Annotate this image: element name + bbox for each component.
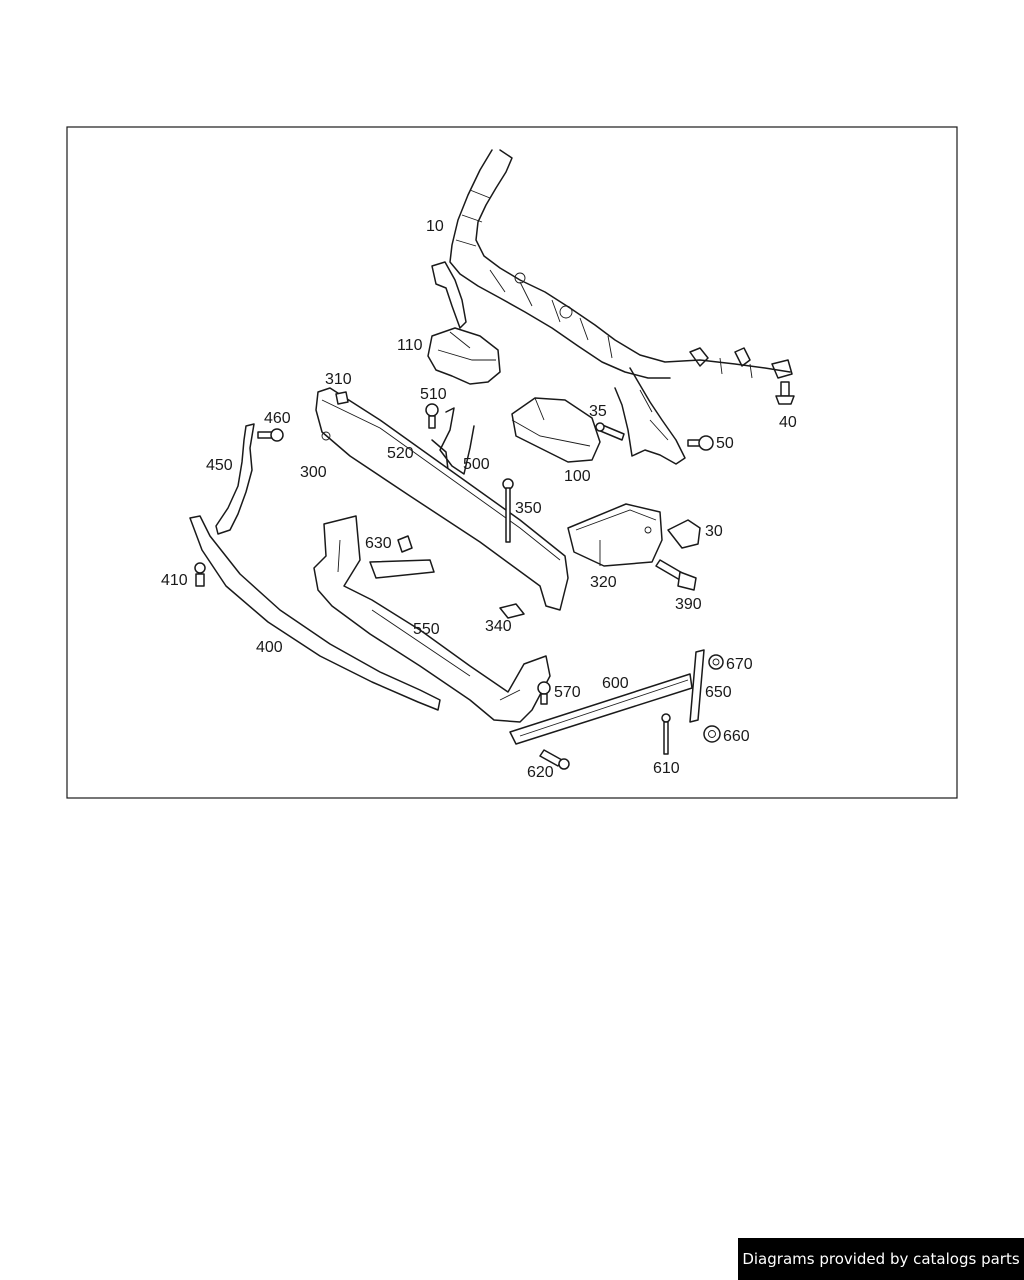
- label-660: 660: [723, 728, 750, 745]
- label-300: 300: [300, 464, 327, 481]
- part-50-bolt: [687, 435, 714, 451]
- label-400: 400: [256, 639, 283, 656]
- part-10-upper-support: [431, 149, 793, 465]
- part-35-bolt: [595, 422, 625, 441]
- diagram-frame: [66, 126, 958, 799]
- part-460-bolt: [257, 428, 284, 442]
- part-600-rail: [509, 673, 693, 745]
- label-520: 520: [387, 445, 414, 462]
- label-460: 460: [264, 410, 291, 427]
- label-450: 450: [206, 457, 233, 474]
- part-630-bushing: [397, 535, 413, 553]
- label-100: 100: [564, 468, 591, 485]
- label-500: 500: [463, 456, 490, 473]
- label-410: 410: [161, 572, 188, 589]
- part-660-nut: [703, 725, 721, 743]
- part-650-strip: [689, 649, 705, 723]
- label-610: 610: [653, 760, 680, 777]
- label-310: 310: [325, 371, 352, 388]
- label-510: 510: [420, 386, 447, 403]
- label-110: 110: [397, 337, 423, 354]
- label-600: 600: [602, 675, 629, 692]
- label-650: 650: [705, 684, 732, 701]
- label-620: 620: [527, 764, 554, 781]
- part-40-bolt: [775, 381, 795, 405]
- label-10: 10: [426, 218, 444, 235]
- part-620-bolt: [539, 749, 570, 770]
- part-610-bolt: [661, 713, 671, 755]
- label-40: 40: [779, 414, 797, 431]
- label-35: 35: [589, 403, 607, 420]
- label-30: 30: [705, 523, 723, 540]
- label-350: 350: [515, 500, 542, 517]
- part-340-clip: [499, 603, 525, 619]
- label-320: 320: [590, 574, 617, 591]
- part-390-bolt: [655, 559, 697, 591]
- label-570: 570: [554, 684, 581, 701]
- label-50: 50: [716, 435, 734, 452]
- part-570-bolt: [537, 681, 551, 705]
- part-110-bracket: [427, 327, 501, 385]
- part-100-module: [511, 397, 601, 463]
- footer-credit: Diagrams provided by catalogs parts: [738, 1238, 1024, 1280]
- part-510-bolt: [425, 403, 439, 429]
- part-320-bracket: [567, 503, 663, 567]
- part-400-lower-strip: [189, 515, 441, 711]
- part-300-beam: [315, 387, 569, 611]
- part-30-clip: [667, 519, 701, 549]
- part-410-bolt: [194, 562, 206, 587]
- label-670: 670: [726, 656, 753, 673]
- label-340: 340: [485, 618, 512, 635]
- part-670-nut: [708, 654, 724, 670]
- label-630: 630: [365, 535, 392, 552]
- label-390: 390: [675, 596, 702, 613]
- part-350-stud: [502, 478, 514, 543]
- part-310-clip: [335, 391, 349, 405]
- part-450-side-bracket: [215, 423, 255, 535]
- label-550: 550: [413, 621, 440, 638]
